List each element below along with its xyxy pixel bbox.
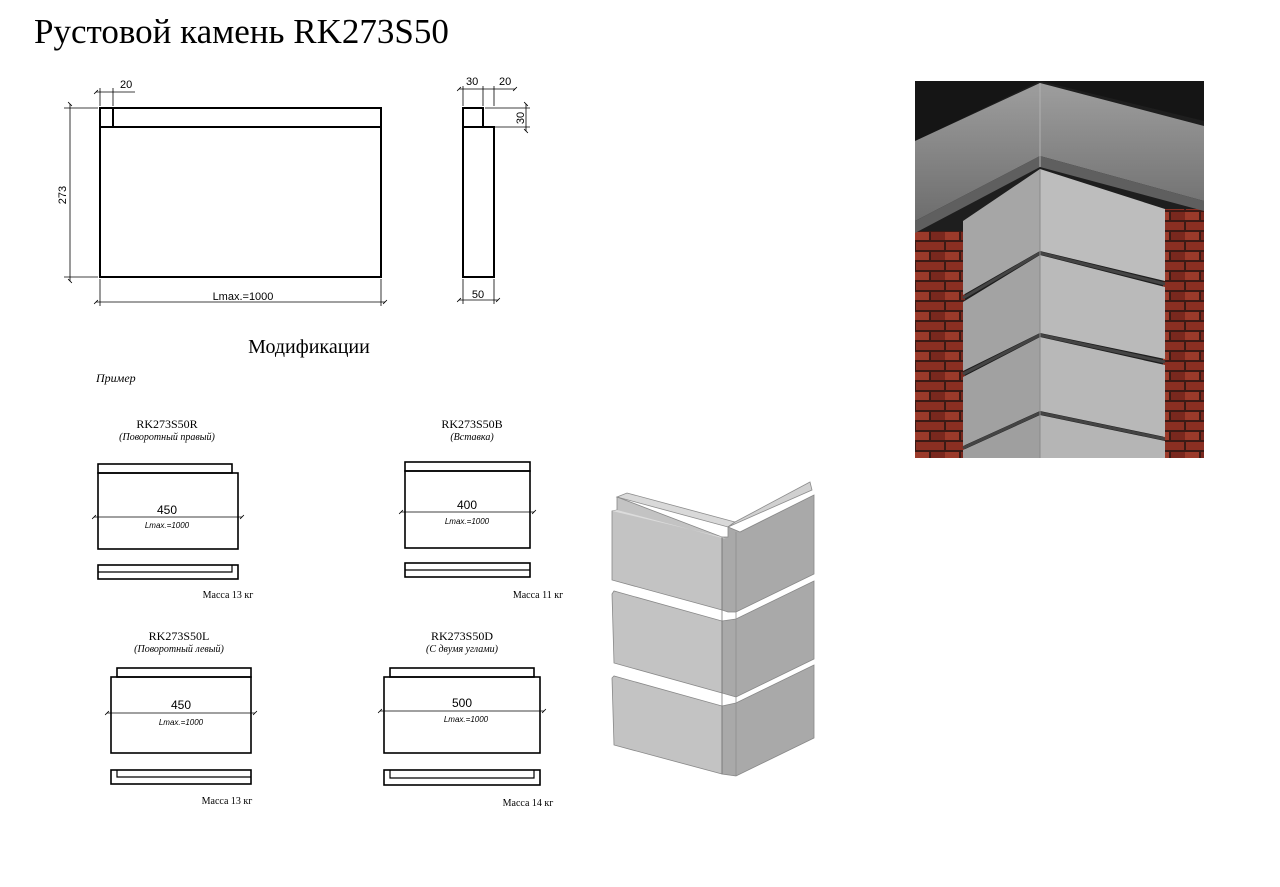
mod-code: RK273S50R [136, 417, 197, 431]
mod-mass: Масса 13 кг [203, 590, 254, 601]
mod-lmax: Lmax.=1000 [444, 715, 489, 724]
mod-code: RK273S50L [149, 629, 210, 643]
mod-code: RK273S50D [431, 629, 493, 643]
corner-stone-render [611, 481, 815, 777]
modification-b: RK273S50B (Вставка) 400 Lmax.=1000 Масса… [398, 417, 563, 601]
mod-desc: (Поворотный левый) [134, 644, 224, 655]
mod-desc: (Поворотный правый) [119, 432, 215, 443]
mod-mass: Масса 11 кг [513, 590, 563, 601]
mod-lmax: Lmax.=1000 [145, 521, 190, 530]
side-view [456, 86, 530, 304]
example-label: Пример [95, 371, 136, 385]
mod-desc: (Вставка) [450, 432, 494, 443]
side-dim-width-label: 50 [472, 289, 484, 301]
mod-lmax: Lmax.=1000 [159, 718, 204, 727]
page-title: Рустовой камень RK273S50 [34, 12, 449, 51]
mod-mass: Масса 13 кг [202, 796, 253, 807]
modification-d: RK273S50D (С двумя углами) 500 Lmax.=100… [377, 629, 554, 809]
side-dim-a-label: 30 [466, 76, 478, 88]
front-view [64, 88, 388, 306]
mod-dim: 500 [452, 696, 472, 710]
mod-dim: 450 [157, 503, 177, 517]
dim-length-label: Lmax.=1000 [213, 291, 274, 303]
mod-mass: Масса 14 кг [503, 798, 554, 809]
modification-r: RK273S50R (Поворотный правый) 450 Lmax.=… [91, 417, 254, 601]
mod-desc: (С двумя углами) [426, 644, 499, 655]
building-corner-photo [915, 81, 1204, 458]
mod-dim: 450 [171, 698, 191, 712]
section-title: Модификации [248, 336, 370, 358]
modification-l: RK273S50L (Поворотный левый) 450 Lmax.=1… [104, 629, 258, 807]
mod-dim: 400 [457, 498, 477, 512]
side-dim-b-label: 20 [499, 76, 511, 88]
mod-lmax: Lmax.=1000 [445, 517, 490, 526]
dim-top-label: 20 [120, 79, 132, 91]
side-dim-c-label: 30 [515, 112, 527, 124]
dim-height-label: 273 [57, 186, 69, 204]
mod-code: RK273S50B [441, 417, 502, 431]
